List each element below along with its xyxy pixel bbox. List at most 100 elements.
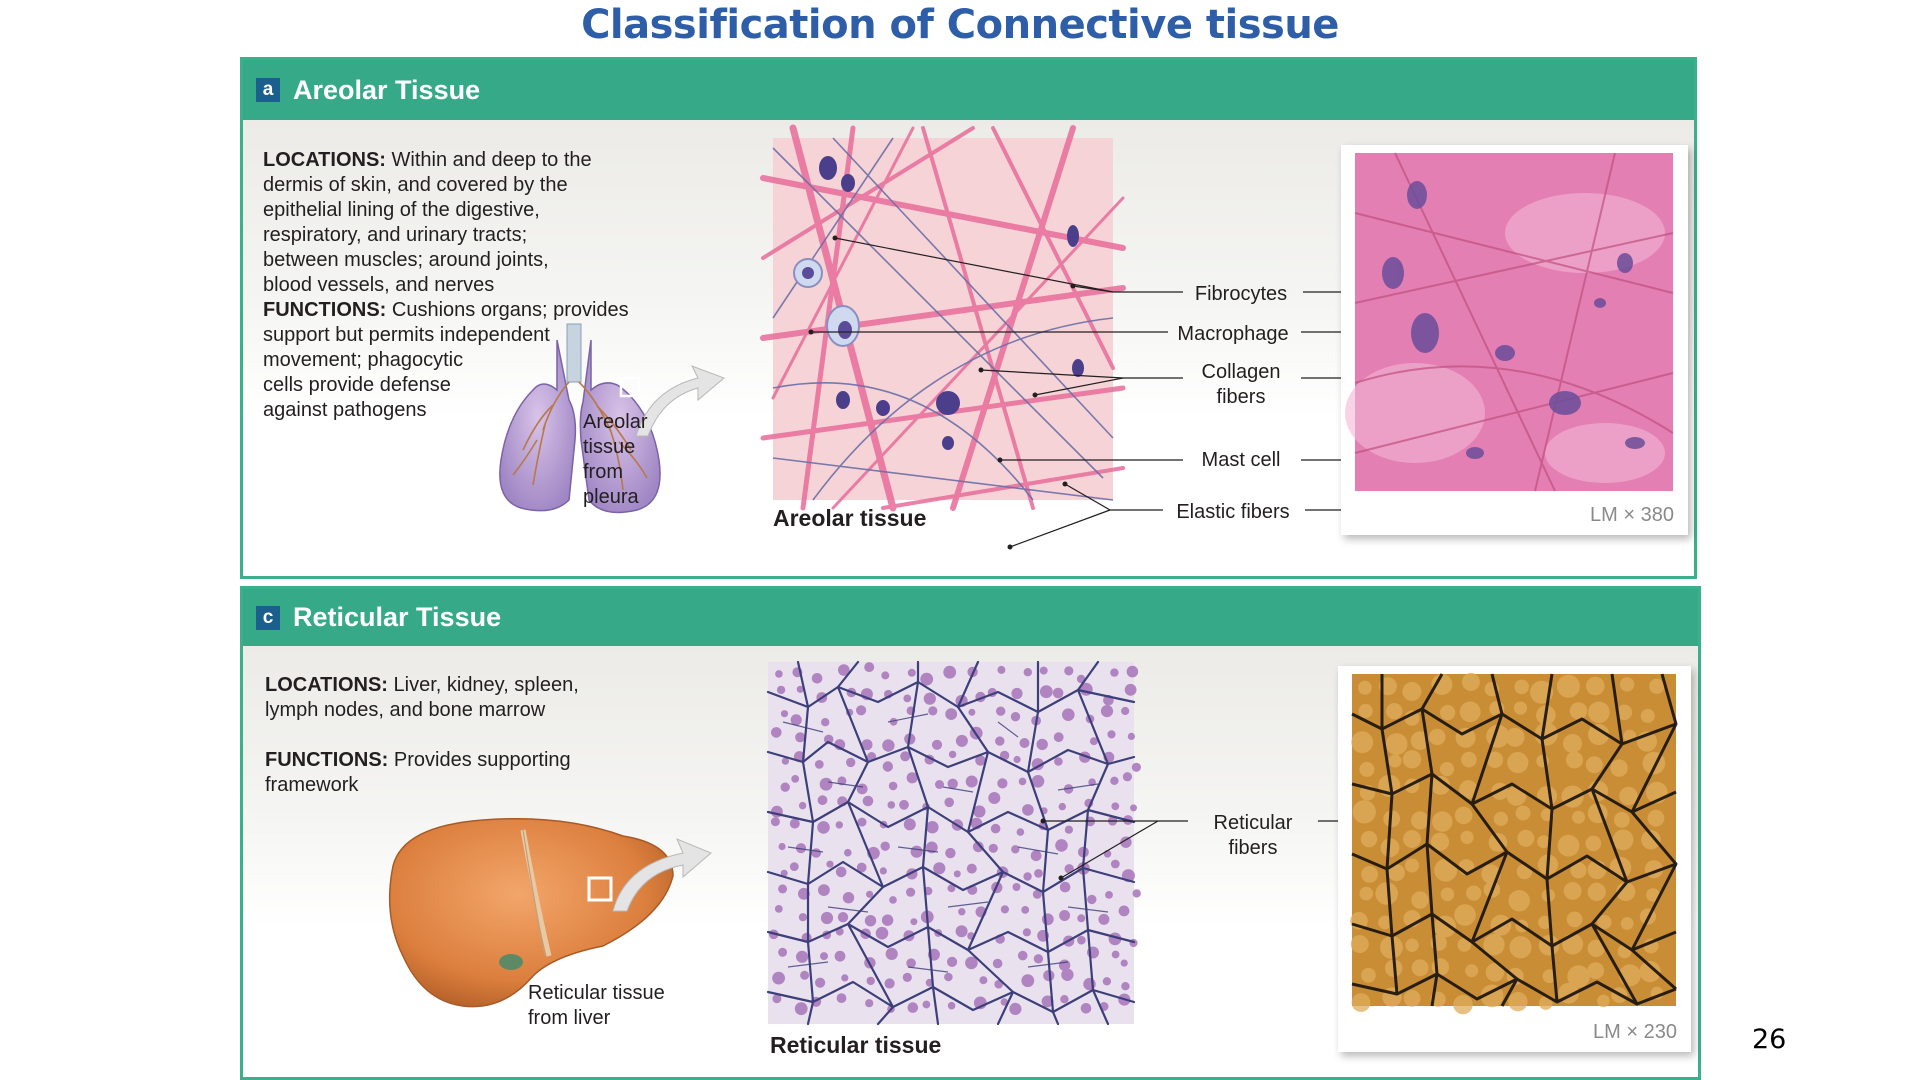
reticular-micrograph-card: LM × 230 (1338, 666, 1691, 1052)
cell-dot (1130, 804, 1137, 812)
cell-dot (997, 778, 1008, 789)
cell-dot (1639, 961, 1661, 983)
cell-dot (1640, 708, 1655, 723)
cell-dot (1388, 754, 1402, 768)
cell-dot (815, 977, 826, 988)
label-fibrocytes: Fibrocytes (1194, 283, 1288, 305)
cell-dot (1011, 845, 1020, 854)
cell-dot (838, 664, 850, 676)
cell-dot (1485, 963, 1505, 982)
locations-label: LOCATIONS: (263, 149, 386, 171)
functions-line: against pathogens (263, 399, 427, 421)
cell-dot (1386, 703, 1403, 720)
cell-dot (1570, 862, 1587, 879)
cell-dot (776, 685, 786, 695)
cell-dot (817, 821, 830, 834)
cell-dot (1431, 958, 1450, 976)
cell-dot (945, 847, 956, 859)
label-reticular-line: fibers (1228, 837, 1278, 859)
cell-dot (856, 705, 867, 716)
cell-dot (1641, 830, 1661, 850)
label-reticular-line: Reticular (1213, 812, 1293, 834)
cell-dot (820, 952, 828, 961)
cell-dot (772, 971, 785, 985)
cell-dot (1587, 962, 1605, 979)
cell-dot (1613, 812, 1630, 828)
cell-dot (771, 727, 782, 738)
cell-dot (1534, 722, 1558, 746)
cell-dot (1616, 704, 1633, 720)
reticular-locations: LOCATIONS: Liver, kidney, spleen, lymph … (265, 673, 685, 723)
cell-dot (1585, 756, 1603, 774)
cell-dot (1000, 905, 1009, 914)
cell-dot (1647, 809, 1665, 827)
label-collagen-line: Collagen (1201, 361, 1281, 383)
cell-dot (900, 751, 911, 762)
cell-dot (1360, 830, 1378, 848)
cell-dot (1563, 882, 1582, 900)
cell-dot (1566, 911, 1583, 928)
locations-label: LOCATIONS: (265, 674, 388, 696)
cell-dot (947, 884, 956, 893)
liver-illustration (388, 818, 674, 1008)
cell-dot (1440, 887, 1455, 902)
cell-dot (1039, 685, 1053, 699)
cell-dot (834, 950, 846, 962)
locations-line: blood vessels, and nerves (263, 274, 495, 296)
cell-dot (1459, 780, 1478, 799)
cell-dot (910, 918, 918, 926)
pointer-arrow-icon (635, 365, 725, 437)
cell-dot (882, 761, 893, 772)
cell-dot (1572, 810, 1585, 824)
cell-dot (907, 1002, 919, 1013)
cell-dot (880, 841, 890, 851)
areolar-leader-lines (808, 235, 1183, 550)
cell-dot (1019, 738, 1030, 748)
cell-dot (1405, 858, 1419, 873)
cell-dot (1587, 882, 1606, 901)
areolar-panel: a Areolar Tissue LOCATIONS: Within and d… (240, 57, 1697, 579)
functions-line: Cushions organs; provides (386, 299, 629, 321)
cell-dot (790, 714, 802, 726)
cell-dot (836, 993, 847, 1003)
cell-dot (1508, 890, 1530, 912)
cell-dot (1542, 969, 1557, 983)
cell-dot (1505, 727, 1525, 747)
cell-dot (1507, 752, 1529, 774)
reticular-magnification: LM × 230 (1593, 1021, 1677, 1043)
cell-dot (1011, 687, 1023, 700)
cell-dot (1087, 894, 1097, 905)
cell-dot (973, 805, 986, 818)
cell-dot (1566, 751, 1583, 769)
cell-dot (1432, 811, 1453, 832)
cell-dot (1405, 938, 1419, 952)
areolar-tissue-drawing (760, 124, 1126, 512)
reticular-cells (768, 662, 1141, 1016)
slide-title: Classification of Connective tissue (581, 2, 1339, 48)
reticular-panel-title: Reticular Tissue (293, 602, 502, 632)
cell-dot (899, 799, 909, 810)
cell-dot (1569, 702, 1588, 720)
reticular-organ-caption: Reticular tissue from liver (528, 981, 665, 1031)
cell-dot (882, 739, 895, 752)
locations-line: Within and deep to the (385, 149, 592, 171)
reticular-panel-body: LOCATIONS: Liver, kidney, spleen, lymph … (243, 646, 1698, 1077)
cell-dot (820, 911, 834, 925)
cell-dot (944, 972, 953, 982)
cell-dot (1430, 832, 1450, 851)
areolar-organ-caption: Areolar tissue from pleura (583, 410, 647, 510)
cell-dot (1077, 914, 1086, 923)
cell-dot (1517, 829, 1535, 847)
cell-dot (1562, 933, 1584, 955)
cell-dot (1585, 835, 1602, 852)
label-collagen-line: fibers (1216, 386, 1266, 408)
cell-dot (1022, 928, 1031, 937)
functions-label: FUNCTIONS: (263, 299, 387, 321)
cell-dot (1000, 998, 1008, 1006)
functions-label: FUNCTIONS: (265, 749, 389, 771)
cell-dot (1466, 885, 1482, 901)
cell-dot (770, 817, 780, 827)
cell-dot (778, 947, 788, 957)
cell-dot (907, 668, 916, 677)
cell-dot (818, 884, 830, 896)
